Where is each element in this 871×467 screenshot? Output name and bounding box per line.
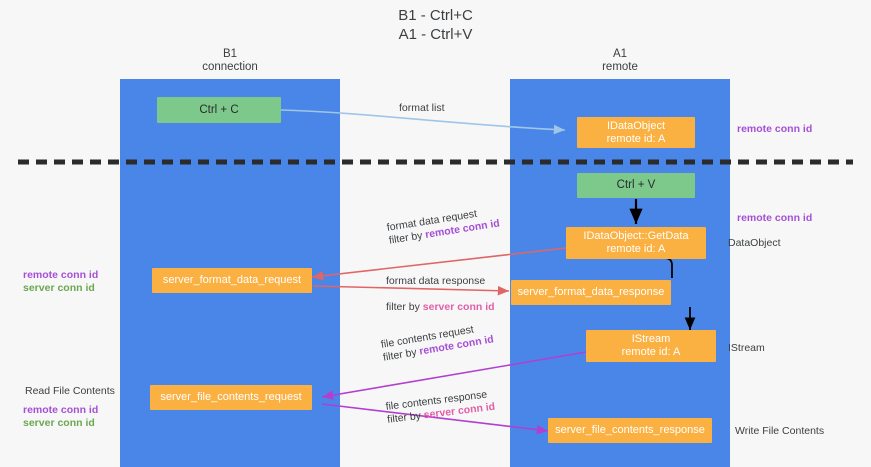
node-server-format-data-request[interactable]: server_format_data_request	[152, 268, 312, 293]
annotation-right-istream: IStream	[728, 342, 765, 354]
annotation-left-read-file-contents: Read File Contents	[25, 385, 115, 397]
node-idataobject-getdata[interactable]: IDataObject::GetData remote id: A	[566, 227, 706, 259]
node-server-file-contents-response[interactable]: server_file_contents_response	[548, 418, 712, 443]
edge-label-format-list: format list	[399, 102, 445, 114]
node-istream[interactable]: IStream remote id: A	[586, 330, 716, 362]
annotation-right-remote-conn-id-1: remote conn id	[737, 123, 813, 135]
column-header-b1: B1 connection	[202, 48, 258, 73]
annotation-left-server-conn-id-2: server conn id	[23, 417, 95, 429]
node-ctrl-v[interactable]: Ctrl + V	[577, 173, 695, 198]
annotation-right-dataobject: DataObject	[728, 237, 781, 249]
annotation-left-remote-conn-id-2: remote conn id	[23, 404, 99, 416]
annotation-right-remote-conn-id-2: remote conn id	[737, 212, 813, 224]
edge-label-format-data-response-filter: filter by server conn id	[386, 301, 495, 313]
annotation-right-write-file-contents: Write File Contents	[735, 425, 825, 437]
annotation-left-remote-conn-id: remote conn id	[23, 269, 99, 281]
node-idataobject-label: IDataObject remote id: A	[606, 119, 666, 145]
node-ctrl-c[interactable]: Ctrl + C	[157, 97, 281, 123]
node-server-format-data-response[interactable]: server_format_data_response	[511, 280, 671, 305]
node-server-file-contents-request[interactable]: server_file_contents_request	[150, 385, 312, 410]
page-title: B1 - Ctrl+C A1 - Ctrl+V	[398, 7, 473, 43]
key-server-conn-id: server conn id	[422, 301, 495, 313]
column-header-a1: A1 remote	[602, 48, 638, 73]
node-idataobject[interactable]: IDataObject remote id: A	[577, 117, 695, 148]
annotation-left-server-conn-id: server conn id	[23, 282, 95, 294]
edge-label-format-data-response: format data response	[386, 275, 486, 287]
